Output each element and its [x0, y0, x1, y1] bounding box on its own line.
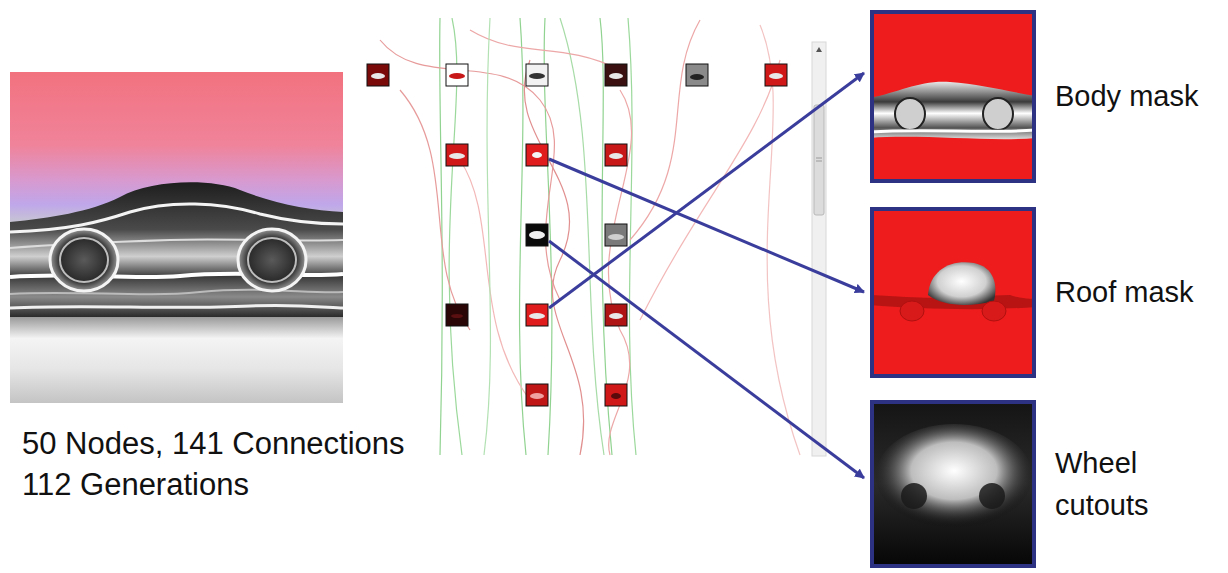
- body-mask-image: [870, 10, 1036, 183]
- car-render: [10, 72, 343, 403]
- mask-label: Body mask: [1055, 75, 1223, 117]
- mask-frame: Body mask: [870, 10, 1036, 183]
- mask-label: Wheel cutouts: [1055, 442, 1223, 526]
- mask-frame: Wheel cutouts: [870, 400, 1036, 568]
- roof-mask-image: [870, 207, 1036, 378]
- mask-label: Roof mask: [1055, 271, 1223, 313]
- stats-label: 112 Generations: [20, 466, 251, 503]
- stats-label: 50 Nodes, 141 Connections: [20, 425, 407, 462]
- wheel-cutouts-image: [870, 400, 1036, 568]
- mask-frame: Roof mask: [870, 207, 1036, 378]
- network-view: [355, 18, 830, 458]
